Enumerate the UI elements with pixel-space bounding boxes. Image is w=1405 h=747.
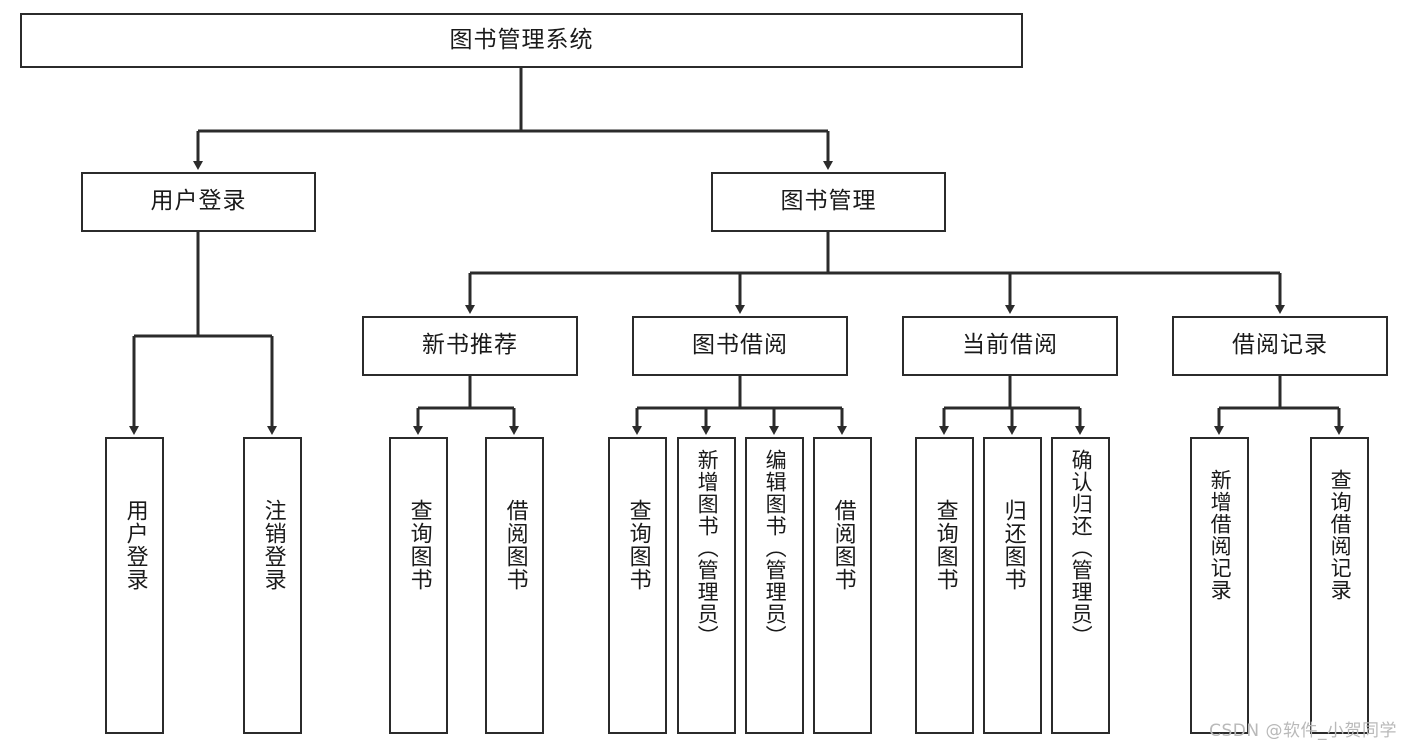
node-book-borrow[interactable]: 图书借阅 bbox=[632, 316, 848, 376]
node-label: 编辑图书（管理员） bbox=[763, 449, 788, 647]
node-leaf-add-borrow-record[interactable]: 新增借阅记录 bbox=[1190, 437, 1249, 734]
node-label: 查询图书 bbox=[406, 499, 432, 591]
node-label: 借阅图书 bbox=[830, 499, 856, 591]
node-leaf-query-book-borrow[interactable]: 查询图书 bbox=[608, 437, 667, 734]
node-leaf-add-book[interactable]: 新增图书（管理员） bbox=[677, 437, 736, 734]
node-label: 用户登录 bbox=[122, 499, 148, 591]
node-label: 图书管理系统 bbox=[449, 26, 594, 53]
node-book-manage[interactable]: 图书管理 bbox=[711, 172, 946, 232]
node-label: 确认归还（管理员） bbox=[1069, 449, 1094, 647]
book-borrow-to-leaves-connectors bbox=[632, 376, 847, 435]
node-leaf-borrow-book-recommend[interactable]: 借阅图书 bbox=[485, 437, 544, 734]
node-label: 归还图书 bbox=[1000, 499, 1026, 591]
book-manage-to-level3-connectors bbox=[465, 232, 1285, 314]
user-login-to-leaves-connectors bbox=[129, 232, 277, 435]
node-new-book-recommend[interactable]: 新书推荐 bbox=[362, 316, 578, 376]
node-user-login[interactable]: 用户登录 bbox=[81, 172, 316, 232]
current-borrow-to-leaves-connectors bbox=[939, 376, 1085, 435]
node-label: 借阅记录 bbox=[1232, 332, 1328, 359]
node-leaf-logout-login[interactable]: 注销登录 bbox=[243, 437, 302, 734]
node-leaf-query-book-current[interactable]: 查询图书 bbox=[915, 437, 974, 734]
node-leaf-confirm-return[interactable]: 确认归还（管理员） bbox=[1051, 437, 1110, 734]
node-label: 查询图书 bbox=[932, 499, 958, 591]
node-leaf-user-login[interactable]: 用户登录 bbox=[105, 437, 164, 734]
node-borrow-record[interactable]: 借阅记录 bbox=[1172, 316, 1388, 376]
node-root-system[interactable]: 图书管理系统 bbox=[20, 13, 1023, 68]
borrow-record-to-leaves-connectors bbox=[1214, 376, 1344, 435]
root-to-level2-connectors bbox=[193, 68, 833, 170]
node-label: 新增图书（管理员） bbox=[695, 449, 720, 647]
node-leaf-edit-book[interactable]: 编辑图书（管理员） bbox=[745, 437, 804, 734]
node-label: 新增借阅记录 bbox=[1208, 469, 1233, 601]
node-leaf-query-borrow-record[interactable]: 查询借阅记录 bbox=[1310, 437, 1369, 734]
node-label: 当前借阅 bbox=[962, 332, 1058, 359]
node-label: 查询图书 bbox=[625, 499, 651, 591]
node-label: 图书管理 bbox=[780, 188, 877, 215]
node-label: 用户登录 bbox=[150, 188, 247, 215]
node-label: 新书推荐 bbox=[422, 332, 518, 359]
node-label: 借阅图书 bbox=[502, 499, 528, 591]
node-label: 注销登录 bbox=[260, 499, 286, 591]
node-leaf-query-book-recommend[interactable]: 查询图书 bbox=[389, 437, 448, 734]
node-current-borrow[interactable]: 当前借阅 bbox=[902, 316, 1118, 376]
new-book-recommend-to-leaves-connectors bbox=[413, 376, 519, 435]
node-label: 图书借阅 bbox=[692, 332, 788, 359]
node-label: 查询借阅记录 bbox=[1328, 469, 1353, 601]
node-leaf-return-book[interactable]: 归还图书 bbox=[983, 437, 1042, 734]
node-leaf-borrow-book[interactable]: 借阅图书 bbox=[813, 437, 872, 734]
